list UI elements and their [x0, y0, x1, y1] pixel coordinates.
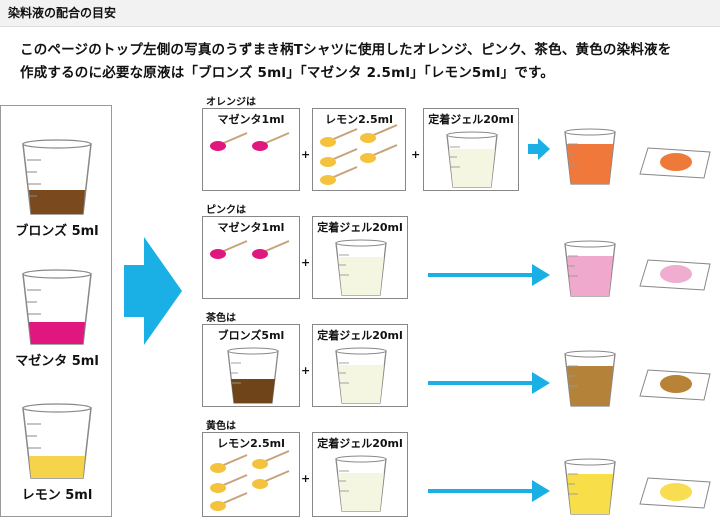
ingredient-box-gel: 定着ジェル20ml: [312, 432, 408, 517]
recipe-title-pink: ピンクは: [206, 205, 246, 216]
arrow-right-icon: [528, 138, 550, 160]
measuring-spoon-icon: [210, 132, 248, 151]
ingredient-label: ブロンズ5ml: [217, 329, 285, 342]
page-title: 染料液の配合の目安: [8, 6, 117, 20]
measuring-spoon-icon: [360, 144, 398, 163]
ingredient-label: 定着ジェル20ml: [428, 113, 514, 126]
measuring-spoon-icon: [252, 132, 290, 151]
measuring-cup-icon: [22, 403, 92, 479]
measuring-spoon-icon: [320, 128, 358, 147]
recipe-title-brown: 茶色は: [206, 313, 236, 324]
ingredient-label: 定着ジェル20ml: [317, 221, 403, 234]
ingredient-box-gel: 定着ジェル20ml: [423, 108, 519, 191]
plus-sign: +: [411, 148, 421, 161]
arrow-right-icon: [124, 237, 182, 345]
recipe-title-orange: オレンジは: [206, 97, 256, 108]
ingredient-box-gel: 定着ジェル20ml: [312, 216, 408, 299]
stock-label-lemon: レモン 5ml: [21, 488, 93, 503]
lead-text-line-2: 作成するのに必要な原液は「ブロンズ 5ml」「マゼンタ 2.5ml」「レモン5m…: [20, 65, 555, 81]
measuring-spoon-icon: [252, 240, 290, 259]
arrow-right-icon: [428, 264, 550, 286]
ingredient-label: 定着ジェル20ml: [317, 329, 403, 342]
arrow-right-icon: [428, 480, 550, 502]
arrow-right-icon: [428, 372, 550, 394]
measuring-cup-icon: [446, 131, 498, 188]
recipe-title-yellow: 黄色は: [206, 421, 236, 432]
measuring-cup-icon: [335, 347, 387, 404]
measuring-spoon-icon: [210, 454, 248, 473]
ingredient-label: マゼンタ1ml: [217, 113, 285, 126]
stock-label-magenta: マゼンタ 5ml: [15, 354, 99, 369]
measuring-cup-icon: [22, 139, 92, 215]
measuring-spoon-icon: [210, 240, 248, 259]
measuring-cup-icon: [22, 269, 92, 345]
ingredient-label: レモン2.5ml: [325, 113, 393, 126]
fabric-swatch-icon: [639, 147, 711, 179]
measuring-spoon-icon: [252, 470, 290, 489]
ingredient-label: マゼンタ1ml: [217, 221, 285, 234]
plus-sign: +: [301, 472, 311, 485]
measuring-cup-icon: [564, 128, 616, 185]
measuring-cup-icon: [564, 240, 616, 297]
measuring-cup-icon: [564, 458, 616, 515]
measuring-spoon-icon: [210, 474, 248, 493]
fabric-swatch-icon: [639, 369, 711, 401]
measuring-cup-icon: [335, 239, 387, 296]
measuring-spoon-icon: [252, 450, 290, 469]
stock-panel: ブロンズ 5ml マゼンタ 5ml レモン 5ml: [0, 105, 112, 517]
ingredient-box-magenta: マゼンタ1ml: [202, 108, 300, 191]
measuring-cup-icon: [227, 347, 279, 404]
lead-text-line-1: このページのトップ左側の写真のうずまき柄Tシャツに使用したオレンジ、ピンク、茶色…: [20, 42, 672, 58]
measuring-spoon-icon: [320, 148, 358, 167]
measuring-spoon-icon: [360, 124, 398, 143]
ingredient-box-lemon: レモン2.5ml: [312, 108, 406, 191]
ingredient-box-bronze: ブロンズ5ml: [202, 324, 300, 407]
plus-sign: +: [301, 364, 311, 377]
fabric-swatch-icon: [639, 477, 711, 509]
measuring-cup-icon: [564, 350, 616, 407]
measuring-spoon-icon: [210, 492, 248, 511]
measuring-cup-icon: [335, 455, 387, 512]
plus-sign: +: [301, 256, 311, 269]
ingredient-label: レモン2.5ml: [217, 437, 285, 450]
plus-sign: +: [301, 148, 311, 161]
stock-label-bronze: ブロンズ 5ml: [15, 224, 99, 239]
title-bar: 染料液の配合の目安: [0, 0, 720, 27]
measuring-spoon-icon: [320, 166, 358, 185]
ingredient-box-gel: 定着ジェル20ml: [312, 324, 408, 407]
ingredient-label: 定着ジェル20ml: [317, 437, 403, 450]
fabric-swatch-icon: [639, 259, 711, 291]
ingredient-box-magenta: マゼンタ1ml: [202, 216, 300, 299]
ingredient-box-lemon: レモン2.5ml: [202, 432, 300, 517]
